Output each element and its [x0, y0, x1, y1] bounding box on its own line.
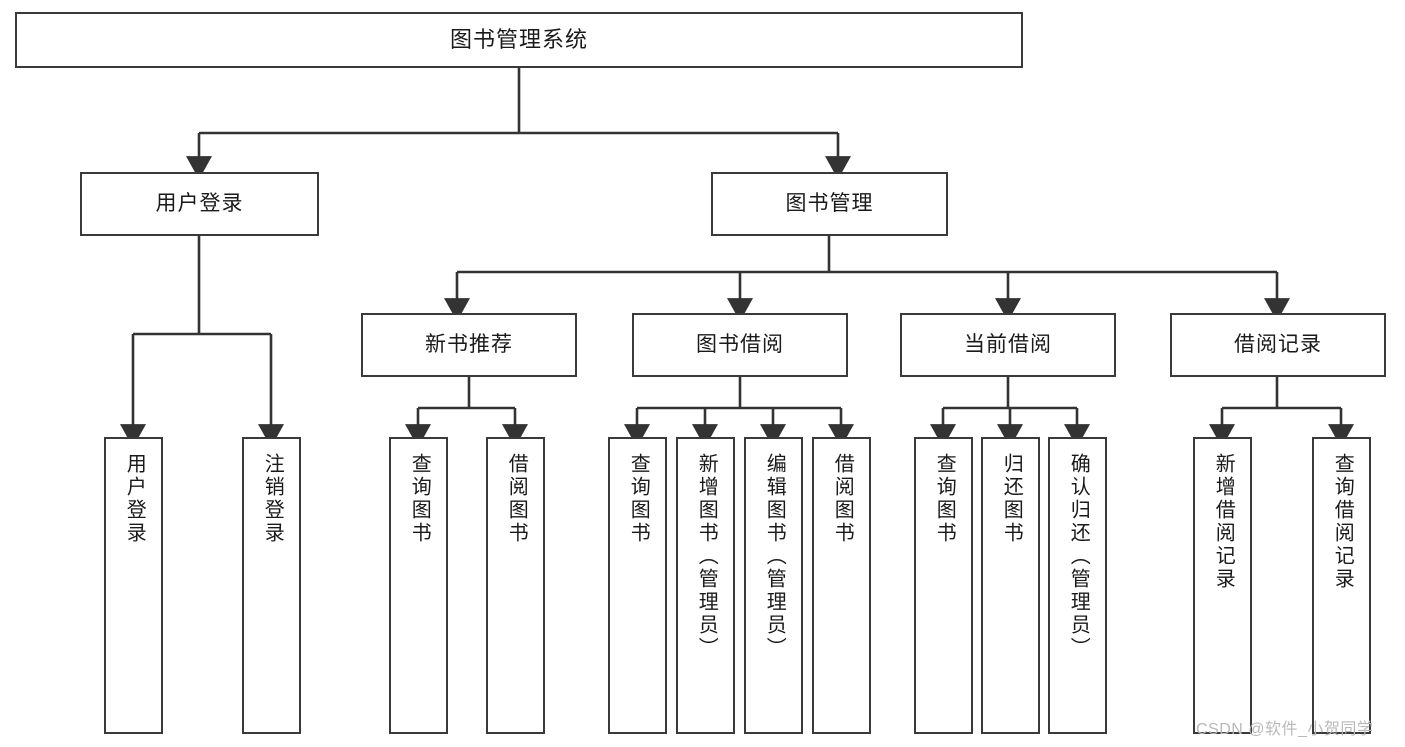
node-leaf-return-book-label: 归还图书 [1000, 453, 1023, 545]
node-leaf-query-record[interactable]: 查询借阅记录 [1312, 437, 1371, 734]
node-leaf-borrow-book-1-label: 借阅图书 [505, 453, 528, 545]
node-leaf-user-logout[interactable]: 注销登录 [242, 437, 301, 734]
node-leaf-query-book-1[interactable]: 查询图书 [389, 437, 448, 734]
node-leaf-query-record-label: 查询借阅记录 [1331, 453, 1354, 591]
node-leaf-edit-book[interactable]: 编辑图书（管理员） [744, 437, 803, 734]
node-leaf-user-login[interactable]: 用户登录 [104, 437, 163, 734]
node-new-book-recommend-label: 新书推荐 [425, 333, 513, 357]
node-leaf-borrow-book-2-label: 借阅图书 [831, 453, 854, 545]
node-leaf-user-logout-label: 注销登录 [261, 453, 284, 545]
node-leaf-query-book-2[interactable]: 查询图书 [608, 437, 667, 734]
node-root-label: 图书管理系统 [449, 26, 588, 52]
node-leaf-query-book-3-label: 查询图书 [933, 453, 956, 545]
node-leaf-add-record-label: 新增借阅记录 [1212, 453, 1235, 591]
node-book-management[interactable]: 图书管理 [711, 172, 948, 236]
node-leaf-confirm-return[interactable]: 确认归还（管理员） [1048, 437, 1107, 734]
node-user-login[interactable]: 用户登录 [80, 172, 319, 236]
node-leaf-query-book-3[interactable]: 查询图书 [914, 437, 973, 734]
node-leaf-confirm-return-label: 确认归还（管理员） [1067, 453, 1090, 660]
node-user-login-label: 用户登录 [155, 192, 244, 216]
node-leaf-add-book[interactable]: 新增图书（管理员） [676, 437, 735, 734]
node-book-borrow[interactable]: 图书借阅 [632, 313, 848, 377]
node-root[interactable]: 图书管理系统 [15, 12, 1023, 68]
node-new-book-recommend[interactable]: 新书推荐 [361, 313, 577, 377]
node-leaf-query-book-1-label: 查询图书 [408, 453, 431, 545]
node-borrow-record[interactable]: 借阅记录 [1170, 313, 1386, 377]
node-leaf-add-record[interactable]: 新增借阅记录 [1193, 437, 1252, 734]
node-current-borrow-label: 当前借阅 [964, 333, 1052, 357]
csdn-watermark: CSDN @软件_小贺同学 [1196, 721, 1374, 738]
node-borrow-record-label: 借阅记录 [1234, 333, 1322, 357]
node-book-borrow-label: 图书借阅 [696, 333, 784, 357]
node-book-management-label: 图书管理 [785, 192, 874, 216]
node-current-borrow[interactable]: 当前借阅 [900, 313, 1116, 377]
node-leaf-return-book[interactable]: 归还图书 [981, 437, 1040, 734]
node-leaf-borrow-book-2[interactable]: 借阅图书 [812, 437, 871, 734]
node-leaf-add-book-label: 新增图书（管理员） [695, 453, 718, 660]
node-leaf-borrow-book-1[interactable]: 借阅图书 [486, 437, 545, 734]
node-leaf-edit-book-label: 编辑图书（管理员） [763, 453, 786, 660]
node-leaf-query-book-2-label: 查询图书 [627, 453, 650, 545]
node-leaf-user-login-label: 用户登录 [123, 453, 146, 545]
